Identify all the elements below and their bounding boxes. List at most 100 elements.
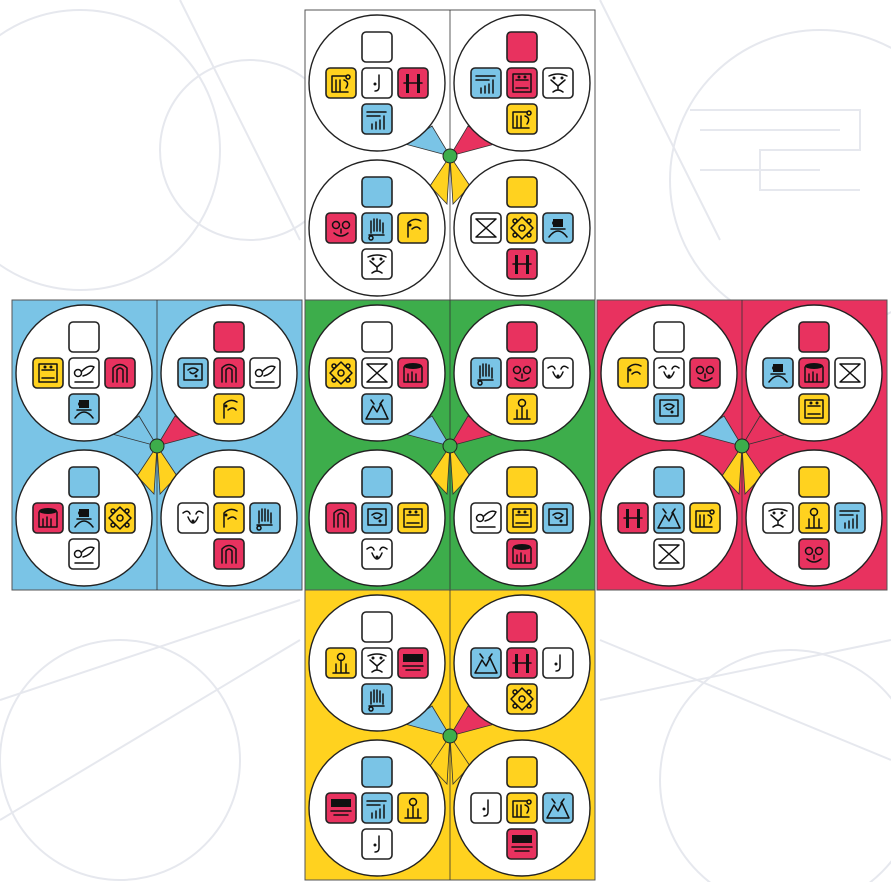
hub-center	[443, 729, 457, 743]
tile-bottom	[362, 829, 392, 859]
tile-center	[799, 503, 829, 533]
disk-right-3[interactable]	[601, 450, 737, 586]
tile-right	[250, 358, 280, 388]
disk-left-4[interactable]	[161, 450, 297, 586]
disk-bottom-3[interactable]	[309, 740, 445, 876]
tile-top	[362, 177, 392, 207]
tile-left	[471, 213, 501, 243]
tile-left	[326, 648, 356, 678]
tile-left	[618, 503, 648, 533]
cube-faces	[12, 10, 887, 880]
tile-center	[362, 648, 392, 678]
face-right	[597, 300, 887, 590]
tile-center	[654, 358, 684, 388]
tile-left	[471, 68, 501, 98]
hub-center	[150, 439, 164, 453]
disk-top-3[interactable]	[309, 160, 445, 296]
tile-left	[471, 358, 501, 388]
tile-left	[471, 793, 501, 823]
tile-right	[398, 793, 428, 823]
disk-bottom-4[interactable]	[454, 740, 590, 876]
tile-center	[362, 503, 392, 533]
disk-front-3[interactable]	[309, 450, 445, 586]
tile-center	[362, 68, 392, 98]
hub-center	[443, 149, 457, 163]
tile-top	[362, 612, 392, 642]
disk-left-3[interactable]	[16, 450, 152, 586]
tile-bottom	[362, 104, 392, 134]
tile-bottom	[507, 249, 537, 279]
tile-center	[507, 793, 537, 823]
tile-bottom	[214, 539, 244, 569]
tile-right	[105, 503, 135, 533]
hub-center	[735, 439, 749, 453]
tile-bottom	[507, 539, 537, 569]
tile-left	[471, 648, 501, 678]
tile-right	[543, 503, 573, 533]
tile-right	[690, 503, 720, 533]
tile-top	[507, 322, 537, 352]
tile-left	[33, 503, 63, 533]
tile-top	[507, 757, 537, 787]
tile-top	[799, 322, 829, 352]
tile-bottom	[69, 394, 99, 424]
tile-center	[507, 213, 537, 243]
tile-top	[507, 32, 537, 62]
disk-top-2[interactable]	[454, 15, 590, 151]
disk-right-4[interactable]	[746, 450, 882, 586]
tile-top	[654, 467, 684, 497]
tile-right	[835, 503, 865, 533]
tile-right	[543, 358, 573, 388]
tile-bottom	[69, 539, 99, 569]
tile-bottom	[654, 394, 684, 424]
tile-bottom	[362, 684, 392, 714]
disk-bottom-1[interactable]	[309, 595, 445, 731]
tile-center	[507, 358, 537, 388]
tile-bottom	[507, 104, 537, 134]
tile-bottom	[362, 539, 392, 569]
tile-bottom	[362, 394, 392, 424]
tile-right	[398, 213, 428, 243]
tile-center	[69, 358, 99, 388]
tile-center	[507, 503, 537, 533]
tile-right	[398, 68, 428, 98]
tile-left	[326, 358, 356, 388]
tile-left	[471, 503, 501, 533]
disk-front-1[interactable]	[309, 305, 445, 441]
disk-right-1[interactable]	[601, 305, 737, 441]
tile-top	[507, 467, 537, 497]
tile-center	[654, 503, 684, 533]
disk-bottom-2[interactable]	[454, 595, 590, 731]
tile-left	[326, 503, 356, 533]
tile-center	[214, 503, 244, 533]
disk-front-4[interactable]	[454, 450, 590, 586]
tile-left	[326, 68, 356, 98]
disk-left-1[interactable]	[16, 305, 152, 441]
tile-bottom	[799, 394, 829, 424]
disk-left-2[interactable]	[161, 305, 297, 441]
tile-center	[507, 648, 537, 678]
tile-top	[362, 32, 392, 62]
tile-right	[690, 358, 720, 388]
hub-center	[443, 439, 457, 453]
tile-top	[799, 467, 829, 497]
tile-center	[507, 68, 537, 98]
tile-top	[362, 322, 392, 352]
tile-right	[543, 213, 573, 243]
tile-center	[69, 503, 99, 533]
disk-top-1[interactable]	[309, 15, 445, 151]
tile-bottom	[507, 829, 537, 859]
disk-front-2[interactable]	[454, 305, 590, 441]
tile-left	[178, 358, 208, 388]
tile-left	[763, 503, 793, 533]
tile-left	[33, 358, 63, 388]
face-front	[305, 300, 595, 590]
tile-left	[618, 358, 648, 388]
tile-top	[654, 322, 684, 352]
tile-left	[178, 503, 208, 533]
tile-bottom	[362, 249, 392, 279]
disk-right-2[interactable]	[746, 305, 882, 441]
disk-top-4[interactable]	[454, 160, 590, 296]
tile-left	[326, 793, 356, 823]
